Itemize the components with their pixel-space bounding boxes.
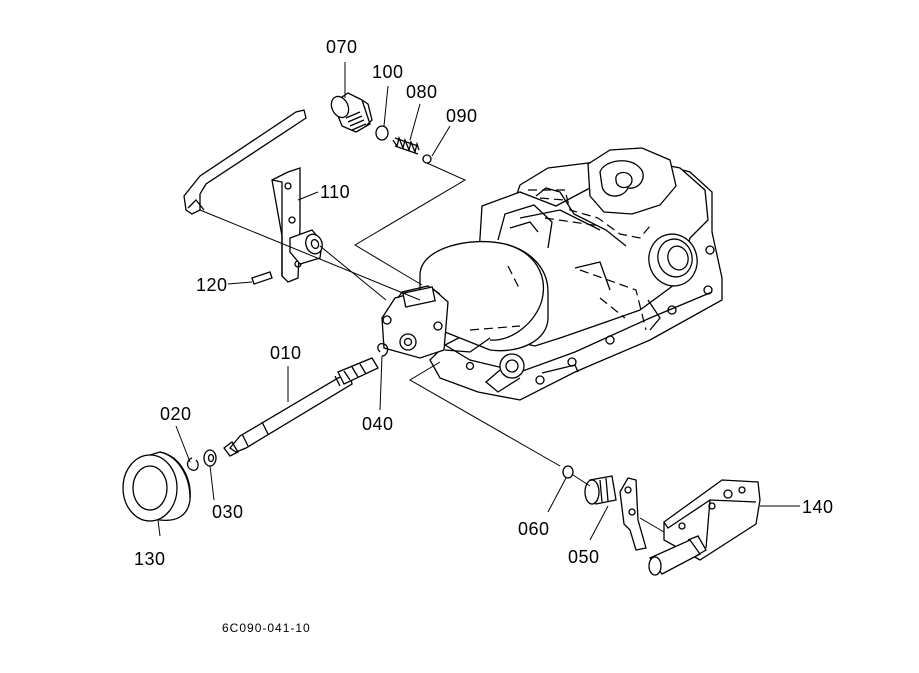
label-070: 070: [326, 37, 358, 57]
label-060: 060: [518, 519, 550, 539]
label-120: 120: [196, 275, 228, 295]
label-140: 140: [802, 497, 834, 517]
part-050-valve: [584, 475, 647, 551]
part-070-plug: [330, 92, 373, 133]
label-040: 040: [362, 414, 394, 434]
part-100-o-ring: [375, 125, 389, 141]
label-010: 010: [270, 343, 302, 363]
assembly-lines: [199, 162, 665, 533]
label-030: 030: [212, 502, 244, 522]
part-140-valve-body: [648, 479, 761, 576]
transmission-housing: [381, 147, 723, 401]
control-rod: [183, 109, 307, 215]
label-130: 130: [134, 549, 166, 569]
part-120-pin: [251, 271, 273, 285]
drawing-code: 6C090-041-10: [222, 621, 311, 635]
part-040-snap-ring: [377, 342, 389, 357]
part-130-oil-seal: [122, 451, 191, 522]
label-100: 100: [372, 62, 404, 82]
part-110-lever: [271, 167, 323, 283]
label-090: 090: [446, 106, 478, 126]
part-020-clip: [186, 457, 199, 471]
label-110: 110: [320, 182, 350, 202]
label-050: 050: [568, 547, 600, 567]
part-080-spring: [392, 135, 420, 155]
leader-lines: [157, 62, 800, 541]
part-010-shaft: [223, 357, 379, 457]
part-030-washer: [203, 449, 217, 467]
part-060-o-ring: [562, 465, 574, 479]
label-080: 080: [406, 82, 438, 102]
part-090-ball: [422, 154, 432, 164]
part-labels: 070 100 080 090 110 120 010 020 040 030 …: [134, 37, 834, 635]
label-020: 020: [160, 404, 192, 424]
